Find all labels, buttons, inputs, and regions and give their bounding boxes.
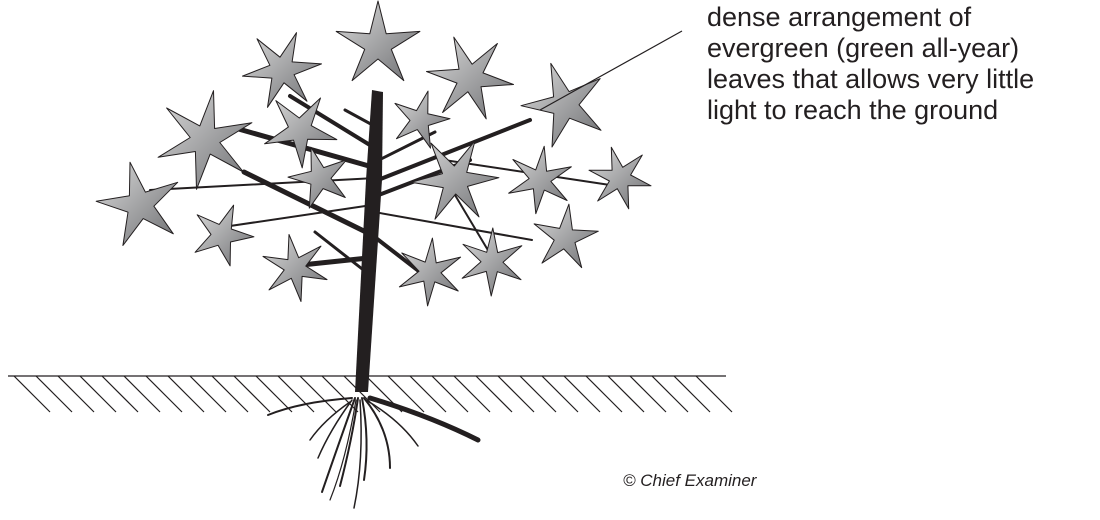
leaf — [263, 235, 327, 302]
annotation-line-3: leaves that allows very little — [707, 64, 1097, 95]
leaf — [411, 141, 499, 219]
annotation-label: dense arrangement of evergreen (green al… — [707, 2, 1097, 126]
leaf — [509, 146, 572, 213]
leaf — [265, 98, 337, 168]
copyright-credit: © Chief Examiner — [623, 471, 756, 491]
leaf — [427, 37, 514, 119]
leaf — [521, 63, 601, 147]
roots — [268, 398, 478, 508]
leaf — [243, 33, 322, 108]
leaf — [589, 147, 651, 209]
leaf — [96, 162, 178, 245]
leaf — [195, 205, 254, 266]
leaf — [336, 1, 420, 81]
leaf — [534, 204, 598, 267]
annotation-line-2: evergreen (green all-year) — [707, 33, 1097, 64]
annotation-line-1: dense arrangement of — [707, 2, 1097, 33]
annotation-line-4: light to reach the ground — [707, 95, 1097, 126]
annotation-leader-line — [540, 31, 682, 110]
leaf — [462, 228, 522, 296]
leaf — [158, 91, 252, 190]
ground-hatching — [14, 376, 732, 412]
leaf — [399, 238, 460, 306]
